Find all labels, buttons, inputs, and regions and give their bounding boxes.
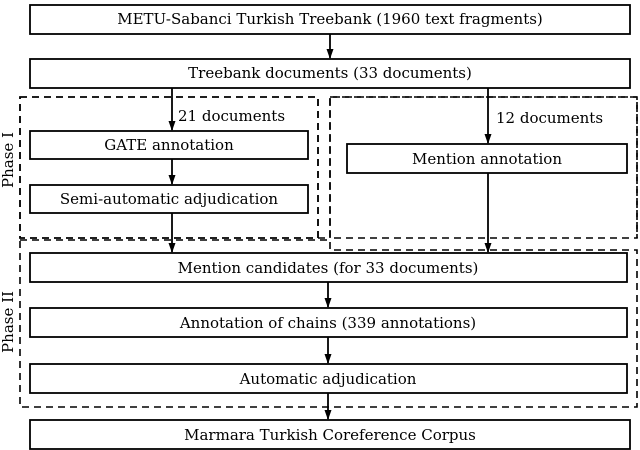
corpus-label: Marmara Turkish Coreference Corpus [184, 426, 476, 444]
corpus-box [29, 419, 631, 450]
semi-auto-box [29, 184, 309, 214]
documents-label: Treebank documents (33 documents) [188, 64, 472, 82]
mention-annotation-box [346, 143, 628, 174]
phase1-label: Phase I [0, 132, 17, 188]
phase1-right-region [318, 96, 638, 239]
treebank-label: METU-Sabanci Turkish Treebank (1960 text… [117, 10, 543, 28]
documents-box [29, 58, 631, 89]
gate-label: GATE annotation [104, 136, 234, 154]
left-split-label: 21 documents [178, 107, 285, 125]
mention-candidates-box [29, 252, 628, 283]
phase1-left-region [19, 96, 319, 239]
mention-annotation-label: Mention annotation [412, 150, 562, 168]
semi-auto-label: Semi-automatic adjudication [60, 190, 279, 208]
phase2-label: Phase II [0, 291, 17, 353]
mention-candidates-label: Mention candidates (for 33 documents) [178, 259, 479, 277]
treebank-box [29, 4, 631, 35]
auto-adjudication-label: Automatic adjudication [239, 370, 417, 388]
right-split-label: 12 documents [496, 109, 603, 127]
chains-label: Annotation of chains (339 annotations) [179, 314, 476, 332]
phase2-region [19, 239, 638, 408]
gate-box [29, 130, 309, 160]
